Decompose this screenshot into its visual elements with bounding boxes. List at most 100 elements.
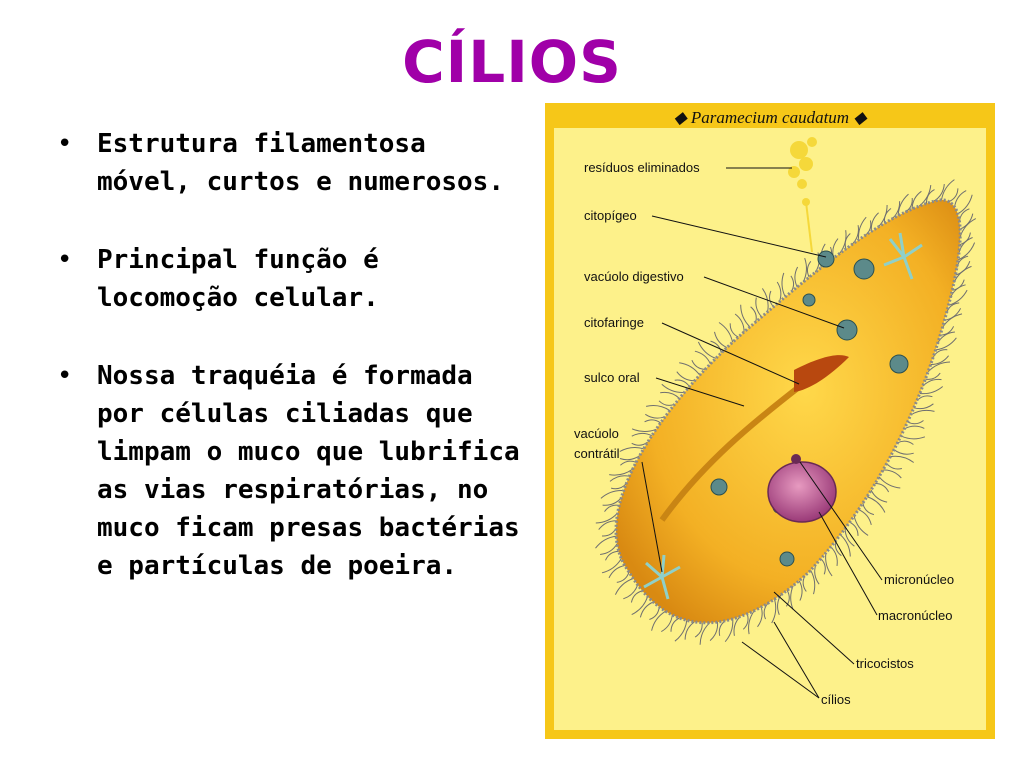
cilium [691,359,706,370]
cilium [777,594,782,615]
cilium [941,313,963,328]
cilium [806,260,812,278]
cilium [660,391,680,399]
cilium [757,606,763,628]
cilium [602,497,622,506]
cilium [605,550,619,561]
micronucleus [791,454,801,464]
cilium [651,610,666,631]
cilium [853,515,869,536]
cilium [844,233,851,250]
cilium [907,420,924,425]
residue-dots [788,137,817,206]
bullet-item: •Principal função é locomoção celular. [55,241,535,317]
cilium [645,405,671,411]
cilium [794,266,799,288]
label-micronucleo: micronúcleo [884,572,954,587]
cilium [674,620,688,642]
cilium [694,622,703,638]
cilium [676,371,695,382]
cilium [710,340,722,354]
cilium [810,569,816,595]
digestive-vacuole [836,319,858,341]
cilium [957,242,976,261]
bullet-dot-icon: • [57,361,73,391]
cilium [609,468,633,476]
bullet-item: • Nossa traquéia é formada por células ci… [55,357,535,585]
cilium [644,419,661,424]
cilium [959,208,970,222]
vacuole [710,478,728,496]
label-tricocistos: tricocistos [856,656,914,671]
cilium [661,383,685,394]
label-citofaringe: citofaringe [584,315,644,330]
cilium [714,331,728,349]
cilium [620,460,637,466]
cilium [608,565,625,579]
cilium [781,272,786,298]
cilium [933,184,945,202]
cilium [820,558,826,575]
cilium [930,355,949,366]
bullet-dot-icon: • [57,129,73,159]
cilium [897,193,909,216]
cilium [769,290,774,308]
cilium [925,189,935,204]
cilium [959,218,977,237]
cilium [616,571,630,583]
cilium [679,362,701,376]
cilium [937,331,955,343]
cilium [900,435,926,440]
cilium [785,590,790,607]
cilium [761,288,769,312]
cilium [948,289,968,306]
label-residuos: resíduos eliminados [584,160,700,175]
cilium [935,337,957,351]
bullet-list: • Estrutura filamentosa móvel, curtos e n… [55,125,535,625]
cilium [750,306,757,323]
cilium [661,614,673,633]
cilium [875,483,890,493]
paramecium-diagram: ◆ Paramecium caudatum ◆ [545,103,995,739]
bullet-text: Estrutura filamentosa móvel, curtos e nu… [97,129,504,197]
cilium [694,350,711,365]
cilium [601,558,622,574]
cilium [771,599,777,624]
cilium [734,313,745,332]
cilium [932,349,948,358]
cilium [674,379,690,387]
cilium [600,490,624,499]
vacuole [802,293,816,307]
cilium [913,403,934,410]
cilium [925,372,941,380]
cilium [919,386,944,395]
bullet-dot-icon: • [57,245,73,275]
cilium [697,341,716,359]
cilium [904,425,925,430]
leader-lines [641,167,883,699]
cilium [959,213,974,230]
contractile-vacuole-bottom [643,554,681,600]
cilium [851,225,859,245]
slide-title: CÍLIOS [402,28,622,96]
cilium [862,502,875,516]
bullet-text: Nossa traquéia é formada por células cil… [97,361,520,581]
cilium [595,535,617,549]
vacuole [853,258,875,280]
label-vacuolo-digestivo: vacúolo digestivo [584,269,684,284]
label-vacuolo: vacúolo [574,426,619,441]
cell-body [614,198,962,625]
cilium [878,476,901,489]
contractile-vacuole-top [883,232,923,280]
cilium [598,520,617,530]
vacuole [889,354,909,374]
cilium [911,190,922,210]
residue-trail [805,201,813,253]
cilium [897,440,914,445]
paramecium-figure: ◆ Paramecium caudatum ◆ [544,102,996,740]
cilium [619,455,641,461]
cilium [619,446,644,452]
oral-groove [659,384,801,522]
label-macronucleo: macronúcleo [878,608,952,623]
cilium [709,622,719,641]
